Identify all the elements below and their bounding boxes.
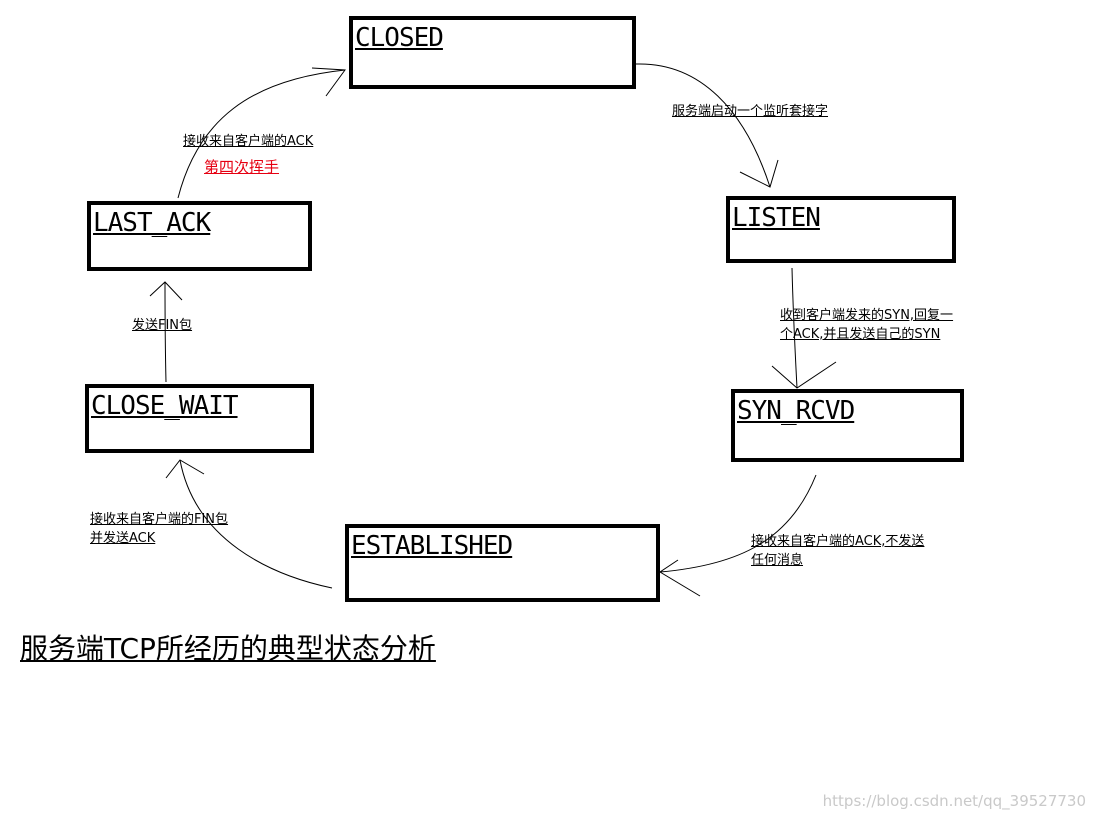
note-established-to-close-wait-line-1: 接收来自客户端的FIN包: [90, 512, 229, 527]
state-closed: CLOSED: [349, 16, 636, 89]
state-close-wait-label: CLOSE_WAIT: [91, 391, 239, 421]
note-closed-to-listen-line-1: 服务端启动一个监听套接字: [672, 104, 829, 119]
note-established-to-close-wait: 接收来自客户端的FIN包 并发送ACK: [90, 510, 228, 548]
note-listen-to-syn-rcvd-line-2: 个ACK,并且发送自己的SYN: [780, 327, 941, 342]
state-established-label: ESTABLISHED: [351, 531, 513, 561]
arrowhead-closed-to-listen: [739, 159, 779, 188]
note-close-wait-to-last-ack: 发送FIN包: [132, 316, 192, 335]
arrowhead-syn-rcvd-to-established: [659, 559, 701, 597]
note-last-ack-to-closed-line-1: 接收来自客户端的ACK: [183, 134, 314, 149]
diagram-caption: 服务端TCP所经历的典型状态分析: [20, 632, 436, 665]
arrow-close-wait-to-last-ack: [164, 281, 167, 383]
note-listen-to-syn-rcvd-line-1: 收到客户端发来的SYN,回复一: [780, 308, 954, 323]
arrow-listen-to-syn-rcvd: [791, 267, 798, 389]
note-closed-to-listen: 服务端启动一个监听套接字: [672, 102, 828, 121]
arrowhead-close-wait-to-last-ack: [149, 281, 183, 301]
state-listen-label: LISTEN: [732, 203, 821, 233]
note-fourth-wave: 第四次挥手: [204, 158, 279, 177]
note-fourth-wave-text: 第四次挥手: [204, 158, 280, 176]
arrow-syn-rcvd-to-established: [659, 474, 817, 573]
arrow-last-ack-to-closed: [177, 69, 346, 199]
arrowhead-last-ack-to-closed: [311, 67, 346, 97]
state-syn-rcvd-label: SYN_RCVD: [737, 396, 855, 426]
note-established-to-close-wait-line-2: 并发送ACK: [90, 531, 156, 546]
arrowhead-listen-to-syn-rcvd: [771, 361, 837, 389]
arrow-closed-to-listen: [635, 63, 771, 188]
state-close-wait: CLOSE_WAIT: [85, 384, 314, 453]
note-syn-rcvd-to-established-line-1: 接收来自客户端的ACK,不发送: [751, 534, 925, 549]
state-listen: LISTEN: [726, 196, 956, 263]
note-close-wait-to-last-ack-line-1: 发送FIN包: [132, 318, 193, 333]
note-listen-to-syn-rcvd: 收到客户端发来的SYN,回复一 个ACK,并且发送自己的SYN: [780, 306, 953, 344]
state-established: ESTABLISHED: [345, 524, 660, 602]
note-syn-rcvd-to-established: 接收来自客户端的ACK,不发送 任何消息: [751, 532, 924, 570]
note-last-ack-to-closed: 接收来自客户端的ACK: [183, 132, 313, 151]
state-closed-label: CLOSED: [355, 23, 444, 53]
state-last-ack: LAST_ACK: [87, 201, 312, 271]
arrow-established-to-close-wait: [179, 459, 333, 589]
arrowhead-established-to-close-wait: [165, 459, 205, 479]
watermark: https://blog.csdn.net/qq_39527730: [822, 792, 1086, 810]
state-syn-rcvd: SYN_RCVD: [731, 389, 964, 462]
note-syn-rcvd-to-established-line-2: 任何消息: [751, 553, 804, 568]
state-last-ack-label: LAST_ACK: [93, 208, 211, 238]
